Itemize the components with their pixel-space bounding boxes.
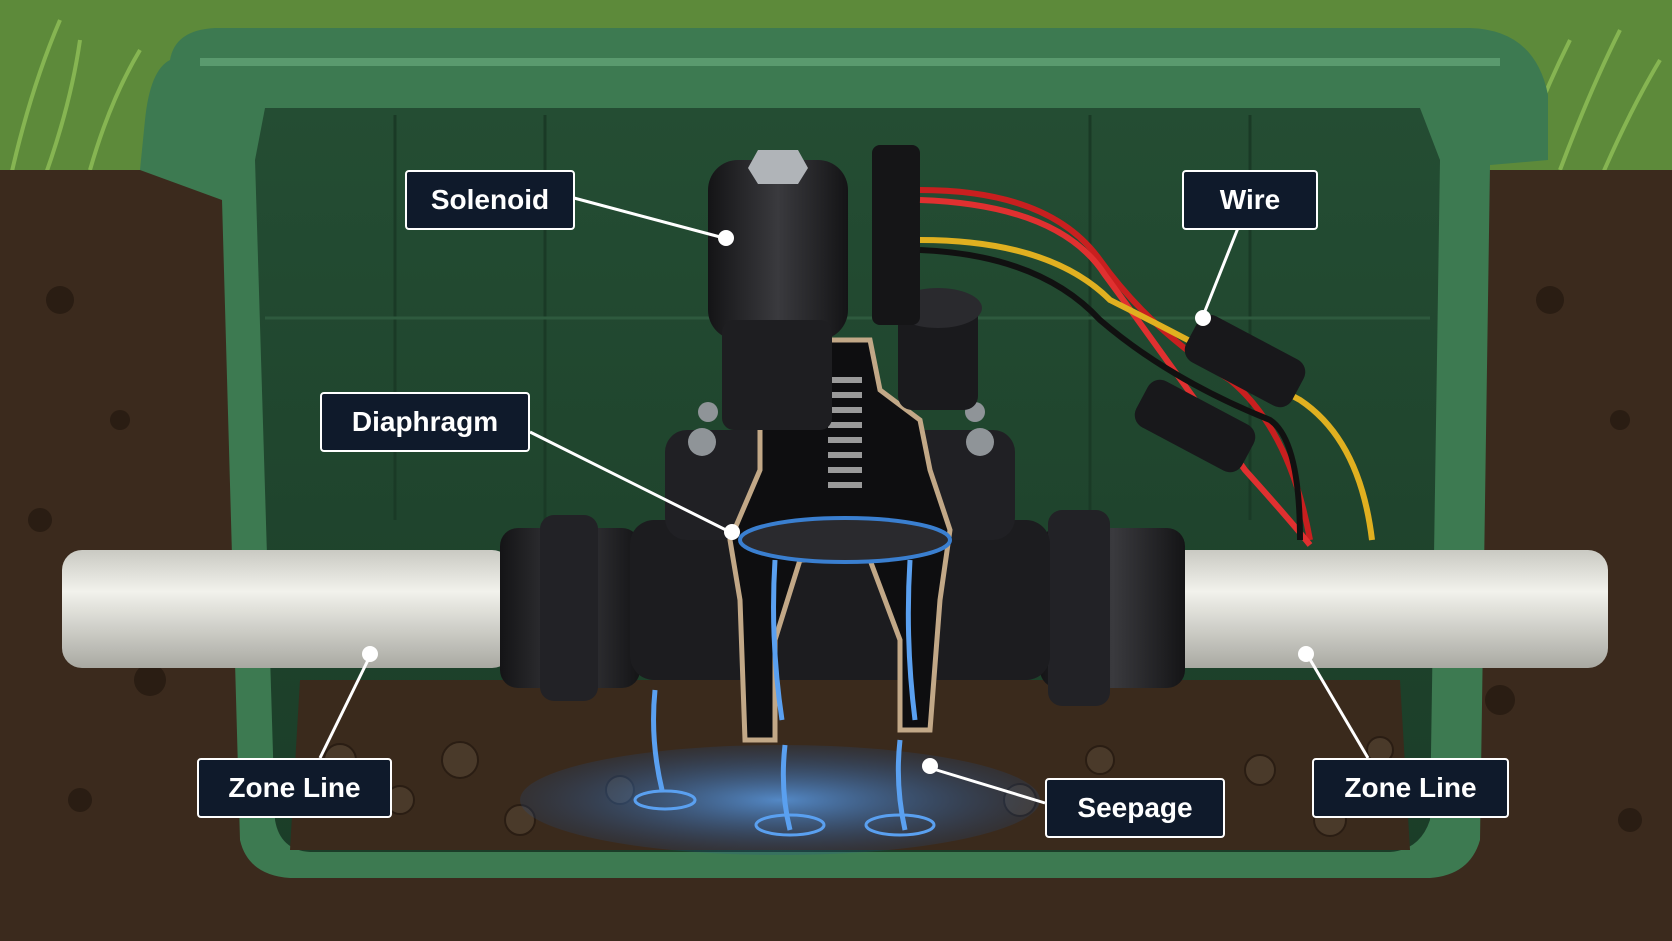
wire-connectors <box>1134 314 1306 473</box>
label-diaphragm: Diaphragm <box>320 392 530 452</box>
leader-diaphragm <box>529 430 731 534</box>
label-zone-line-left: Zone Line <box>197 758 392 818</box>
seepage-drips <box>651 559 918 831</box>
leader-wire <box>1201 227 1240 317</box>
leader-zone-right <box>1306 655 1370 759</box>
leader-seepage <box>929 766 1046 805</box>
water-ripples <box>633 789 936 837</box>
label-wire: Wire <box>1182 170 1318 230</box>
leader-lines <box>318 196 1370 805</box>
diaphragm-disc <box>738 516 952 564</box>
leader-dots <box>362 230 1314 774</box>
solenoid-coil <box>708 160 848 340</box>
leader-solenoid <box>573 196 725 240</box>
soil-texture <box>28 286 1642 832</box>
terminal-block <box>872 145 920 325</box>
union-fitting-right <box>1040 510 1185 706</box>
solenoid-nut <box>748 150 808 184</box>
wire-bundle <box>919 187 1375 547</box>
union-fitting-left <box>500 515 640 701</box>
label-zone-line-right: Zone Line <box>1312 758 1509 818</box>
water-puddle <box>520 745 1040 855</box>
label-seepage: Seepage <box>1045 778 1225 838</box>
label-solenoid: Solenoid <box>405 170 575 230</box>
zone-line-pipe-right <box>1150 550 1608 668</box>
flow-control-knob <box>898 300 978 410</box>
solenoid-base <box>722 320 832 430</box>
zone-line-pipe-left <box>62 550 512 668</box>
leader-zone-left <box>318 655 372 759</box>
diaphragm-spring <box>828 377 862 488</box>
